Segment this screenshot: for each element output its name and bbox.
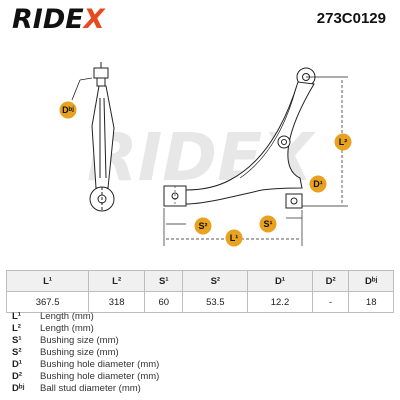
- col-header: D²: [311, 270, 350, 292]
- legend-symbol: D²: [12, 371, 23, 382]
- legend-symbol: S²: [12, 347, 22, 358]
- legend-item: L¹ Length (mm): [12, 311, 159, 323]
- legend-symbol: L¹: [12, 311, 21, 322]
- legend-item: S¹ Bushing size (mm): [12, 335, 159, 347]
- col-header: L¹: [5, 270, 90, 292]
- technical-drawing: RIDEX: [59, 62, 352, 247]
- badge-l1: L¹: [225, 229, 243, 247]
- legend-description: Length (mm): [40, 323, 94, 334]
- legend-item: L² Length (mm): [12, 323, 159, 335]
- badge-l1-label: L¹: [230, 233, 239, 243]
- part-code: 273C0129: [316, 10, 386, 27]
- legend-description: Length (mm): [40, 311, 94, 322]
- legend-description: Bushing hole diameter (mm): [40, 371, 160, 382]
- legend: L¹ Length (mm) L² Length (mm) S¹ Bushing si…: [12, 311, 159, 395]
- spec-value: 60: [144, 291, 184, 313]
- badge-s2: S²: [194, 217, 212, 235]
- legend-item: Dᵇʲ Ball stud diameter (mm): [12, 383, 159, 395]
- badge-l2-label: L²: [339, 137, 348, 147]
- spec-table: L¹ L² S¹ S² D¹ D² Dᵇʲ 367.5 318 60 53.5 …: [5, 270, 394, 313]
- col-header: L²: [88, 270, 146, 292]
- spec-value: -: [311, 291, 350, 313]
- side-view: [89, 62, 115, 212]
- badge-l2: L²: [334, 133, 352, 151]
- badge-dbj: Dᵇʲ: [59, 101, 77, 119]
- legend-item: D¹ Bushing hole diameter (mm): [12, 359, 159, 371]
- spec-value: 318: [88, 291, 146, 313]
- top-view: [163, 67, 316, 209]
- legend-item: S² Bushing size (mm): [12, 347, 159, 359]
- legend-description: Bushing size (mm): [40, 347, 119, 358]
- badge-d1-label: D¹: [313, 179, 323, 189]
- legend-description: Bushing size (mm): [40, 335, 119, 346]
- badge-s1-label: S¹: [264, 219, 273, 229]
- legend-description: Ball stud diameter (mm): [40, 383, 141, 394]
- spec-value: 12.2: [247, 291, 313, 313]
- col-header: S²: [182, 270, 249, 292]
- spec-value: 18: [348, 291, 394, 313]
- legend-item: D² Bushing hole diameter (mm): [12, 371, 159, 383]
- spec-table-header: L¹ L² S¹ S² D¹ D² Dᵇʲ: [5, 270, 394, 292]
- spec-value: 367.5: [5, 291, 90, 313]
- legend-description: Bushing hole diameter (mm): [40, 359, 160, 370]
- legend-symbol: D¹: [12, 359, 23, 370]
- ball-stud-dimension: [71, 77, 93, 101]
- brand-logo: RIDEX: [12, 4, 105, 35]
- col-header: S¹: [144, 270, 184, 292]
- spec-table-values: 367.5 318 60 53.5 12.2 - 18: [5, 291, 394, 313]
- badge-dbj-label: Dᵇʲ: [62, 105, 74, 115]
- legend-symbol: Dᵇʲ: [12, 383, 25, 394]
- brand-text: RIDEX: [12, 4, 105, 35]
- header: RIDEX 273C0129: [0, 0, 400, 38]
- legend-symbol: L²: [12, 323, 21, 334]
- legend-symbol: S¹: [12, 335, 22, 346]
- spec-value: 53.5: [182, 291, 249, 313]
- col-header: Dᵇʲ: [348, 270, 394, 292]
- badge-d1: D¹: [309, 175, 327, 193]
- col-header: D¹: [247, 270, 313, 292]
- badge-s1: S¹: [259, 215, 277, 233]
- badge-s2-label: S²: [199, 221, 208, 231]
